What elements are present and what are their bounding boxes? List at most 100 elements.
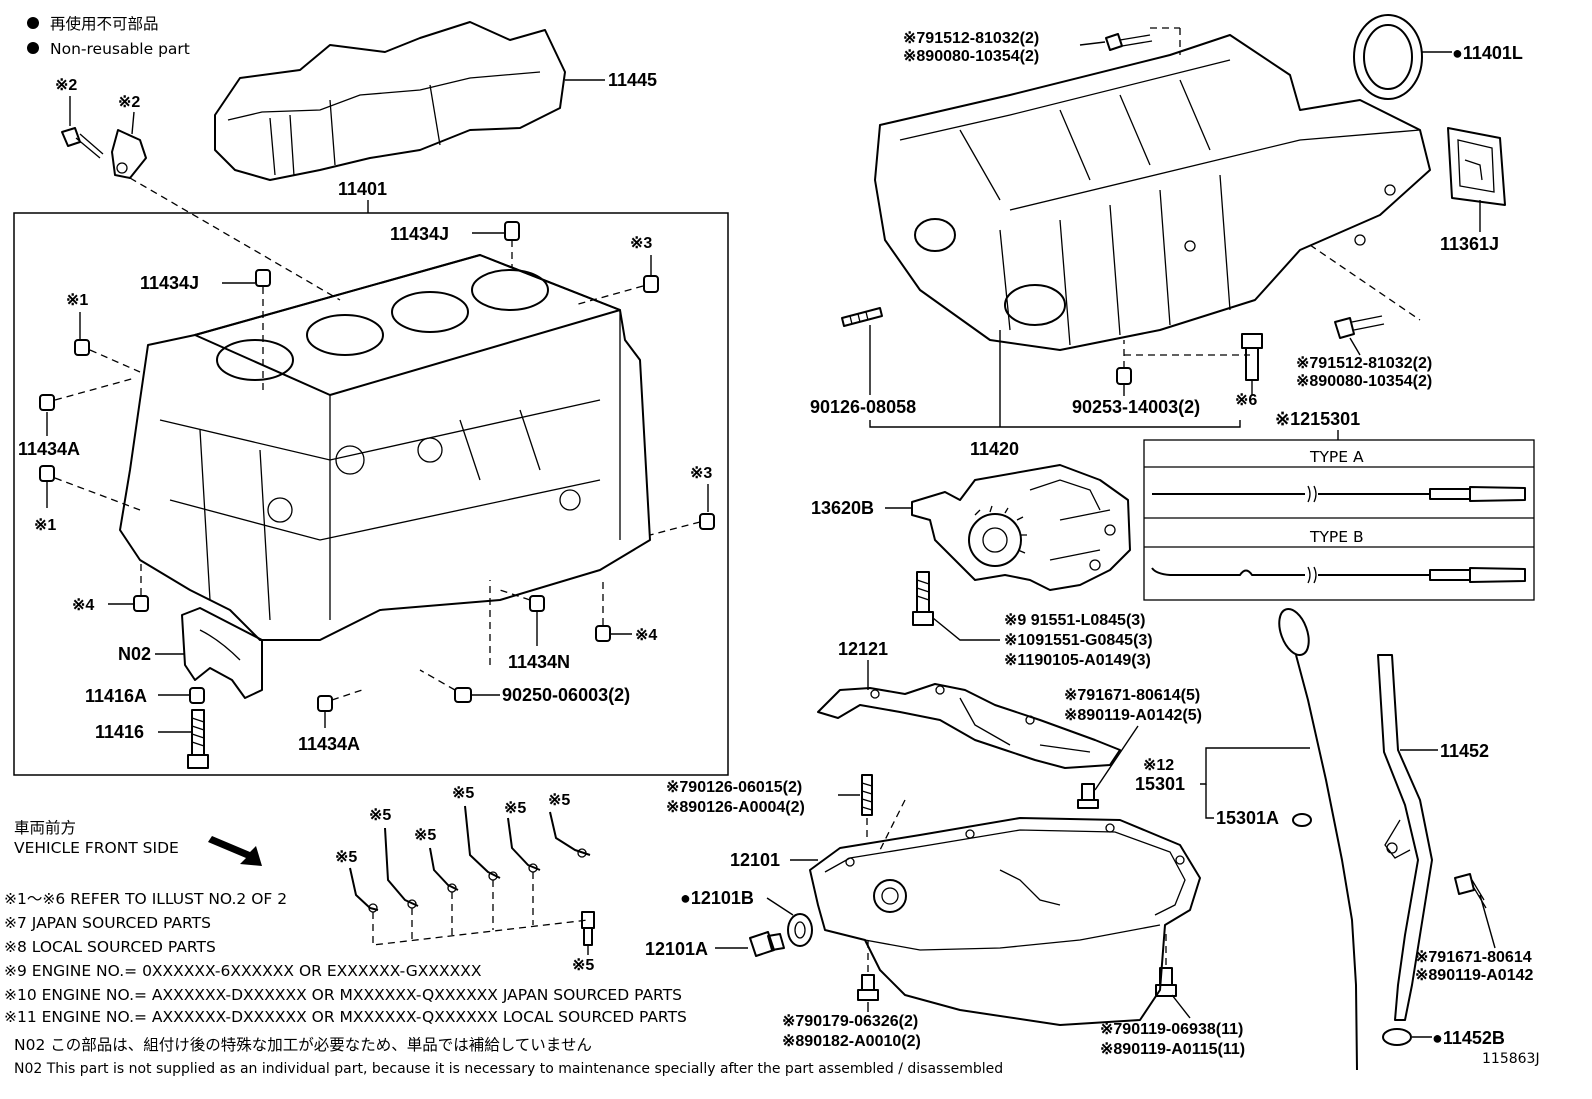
note-engine-9: ※9 ENGINE NO.= 0XXXXXX-6XXXXXX OR EXXXXX… (4, 962, 482, 980)
part-number-13620B: 13620B (811, 498, 874, 518)
leader-baffle-bolt (1094, 725, 1139, 791)
part-number-11434A-left: 11434A (18, 439, 80, 459)
bolt-drawing (61, 127, 104, 159)
non-reusable-bullet-icon (27, 17, 39, 29)
dashed-guide (419, 669, 456, 691)
leader-11420-bracket (869, 420, 1241, 428)
o-ring-drawing (1382, 1028, 1412, 1046)
dowel-pin-drawing (39, 465, 55, 482)
dowel-pin-drawing (699, 513, 715, 530)
note-marker-4-right: ※4 (635, 627, 657, 644)
part-number-11361J: 11361J (1440, 234, 1499, 254)
part-number-11452: 11452 (1440, 741, 1489, 761)
part-number-90126-08058: 90126-08058 (810, 397, 916, 417)
part-number-top-bolt-jp: ※791512-81032(2) (903, 30, 1039, 47)
non-reusable-bullet-icon (27, 42, 39, 54)
note-marker-6: ※6 (1235, 392, 1257, 409)
note-marker-12: ※12 (1143, 757, 1174, 774)
dowel-pin-drawing (1116, 367, 1132, 385)
part-number-pan-bolt-local: ※890119-A0115(11) (1100, 1041, 1245, 1058)
oil-pump-drawing (911, 464, 1131, 591)
part-number-12101A: 12101A (645, 939, 708, 959)
leader-pan-bolt (1171, 994, 1191, 1019)
note-engine-9-bolt: ※9 91551-L0845(3) (1004, 612, 1146, 629)
note-marker-1-bottom: ※1 (34, 517, 56, 534)
note-marker-5-g: ※5 (572, 957, 594, 974)
note-engine-10: ※10 ENGINE NO.= AXXXXXX-DXXXXXX OR MXXXX… (4, 986, 682, 1004)
part-number-11445: 11445 (608, 70, 657, 90)
part-number-15301A: 15301A (1216, 808, 1279, 828)
dowel-pin-drawing (529, 595, 545, 612)
illustration-number: 115863J (1482, 1051, 1540, 1067)
part-number-11434N: 11434N (508, 652, 570, 672)
part-number-side-bolt-local: ※890080-10354(2) (1296, 373, 1432, 390)
part-number-12121: 12121 (838, 639, 888, 659)
dowel-pin-drawing (595, 625, 611, 642)
dipstick-type-box (1143, 439, 1535, 601)
clip-group-5: ※5 ※5 ※5 ※5 ※5 ※5 ※5 (335, 785, 595, 974)
baffle-plate-drawing (817, 683, 1121, 769)
dashed-guide (331, 689, 363, 701)
part-number-drain-jp: ※790179-06326(2) (782, 1013, 918, 1030)
part-number-drain-local: ※890182-A0010(2) (782, 1033, 921, 1050)
dowel-pin-drawing (74, 339, 90, 356)
stud-bolt-drawing (861, 774, 873, 816)
footnotes: ※1～※6 REFER TO ILLUST NO.2 OF 2 ※7 JAPAN… (4, 890, 1003, 1077)
note-engine-11-bolt: ※1190105-A0149(3) (1004, 652, 1151, 669)
leader-m2-right (131, 111, 135, 135)
leader-15301A (1205, 784, 1214, 819)
crankcase-11420-drawing (874, 34, 1431, 351)
note-engine-10-bolt: ※1091551-G0845(3) (1004, 632, 1153, 649)
legend-non-reusable-en: Non-reusable part (50, 40, 190, 58)
part-number-11401: 11401 (338, 179, 387, 199)
part-number-11434J-left: 11434J (140, 273, 199, 293)
part-number-15301: 15301 (1135, 774, 1185, 794)
o-ring-drawing (1292, 813, 1312, 827)
bolt-drawing (187, 709, 209, 769)
part-number-11401L: ●11401L (1452, 43, 1523, 63)
vehicle-front-en: VEHICLE FRONT SIDE (14, 839, 179, 857)
part-number-guide-bolt-jp: ※791671-80614 (1415, 949, 1532, 966)
bolt-drawing (1155, 967, 1177, 997)
note-marker-5-d: ※5 (452, 785, 474, 802)
part-number-stud-jp: ※790126-06015(2) (666, 779, 802, 796)
bolt-drawing (857, 974, 879, 1001)
note-engine-11: ※11 ENGINE NO.= AXXXXXX-DXXXXXX OR MXXXX… (4, 1008, 687, 1026)
dashed-guide (879, 799, 906, 851)
note-marker-5-a: ※5 (335, 849, 357, 866)
bolt-drawing (1241, 333, 1263, 381)
oil-pan-drawing (809, 817, 1201, 1026)
bearing-cap-drawing (181, 607, 263, 699)
drain-gasket-drawing (787, 913, 813, 947)
note-marker-2-right: ※2 (118, 94, 140, 111)
dashed-guide (499, 589, 531, 601)
dipstick-type-b-drawing (1151, 566, 1526, 584)
part-number-11452B: ●11452B (1432, 1028, 1505, 1048)
type-b-label: TYPE B (1309, 528, 1364, 546)
part-number-11434A-bottom: 11434A (298, 734, 360, 754)
part-number-11420: 11420 (970, 439, 1019, 459)
bolt-drawing (1105, 33, 1153, 51)
note-marker-4-left: ※4 (72, 597, 94, 614)
dipstick-type-a-drawing (1152, 485, 1526, 503)
part-number-baffle-bolt-local: ※890119-A0142(5) (1064, 707, 1202, 724)
dashed-guide (54, 477, 141, 511)
dowel-pin-drawing (39, 394, 55, 411)
front-direction-arrow-icon (208, 836, 262, 866)
part-number-N02: N02 (118, 644, 151, 664)
part-number-90253: 90253-14003(2) (1072, 397, 1200, 417)
leader-side-bolt (1349, 337, 1361, 356)
dashed-guide (54, 377, 136, 401)
oil-seal-drawing (1353, 14, 1423, 100)
part-number-12101B: ●12101B (680, 888, 754, 908)
note-marker-2-left: ※2 (55, 77, 77, 94)
cylinder-block-drawing (119, 254, 651, 641)
note-local-sourced: ※8 LOCAL SOURCED PARTS (4, 938, 216, 956)
stud-bolt-drawing (841, 307, 883, 327)
part-number-top-bolt-local: ※890080-10354(2) (903, 48, 1039, 65)
part-number-11416: 11416 (95, 722, 144, 742)
bolt-drawing (1454, 873, 1487, 909)
dowel-pin-drawing (643, 275, 659, 293)
part-number-stud-local: ※890126-A0004(2) (666, 799, 805, 816)
